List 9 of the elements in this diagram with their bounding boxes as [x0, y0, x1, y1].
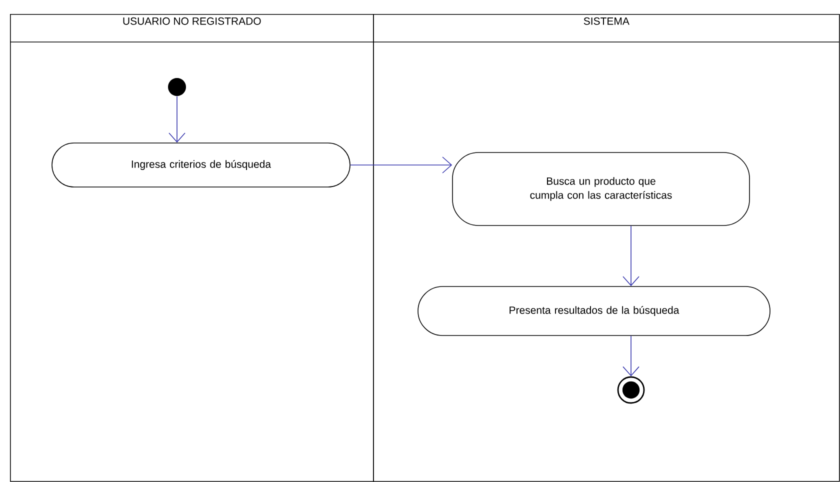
start-node: [168, 78, 186, 96]
arrow: [622, 226, 640, 286]
arrow: [622, 336, 640, 376]
action-box: Presenta resultados de la búsqueda: [418, 286, 770, 336]
action-box: Ingresa criterios de búsqueda: [52, 142, 350, 188]
end-node: [617, 376, 645, 404]
action-box: Busca un producto que cumpla con las características: [452, 152, 750, 226]
arrow: [168, 96, 186, 143]
arrow: [350, 156, 452, 174]
